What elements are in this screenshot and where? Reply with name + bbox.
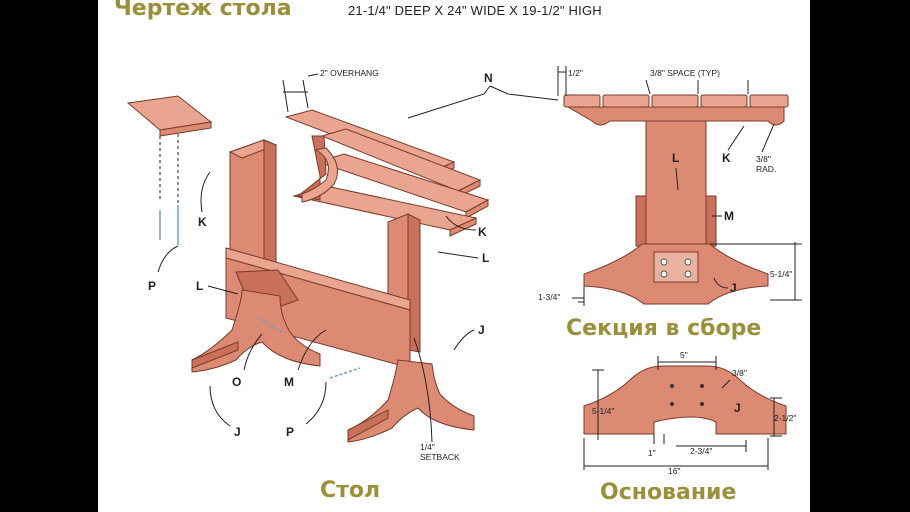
part-l-label-1: L [482, 251, 489, 265]
part-j-label-1: J [478, 323, 485, 337]
table-drawing: 2" OVERHANG N K K L L P J O M J P [126, 66, 802, 476]
foot-left [191, 289, 321, 373]
drawing-sheet: Чертеж стола 21-1/4" DEEP X 24" WIDE X 1… [98, 0, 810, 512]
section-l-label: L [672, 151, 679, 165]
part-m-label: M [284, 375, 294, 389]
caption-base: Основание [600, 480, 737, 505]
base-span-label: 2-3/4" [690, 446, 712, 456]
setback-label: 1/4" [420, 442, 435, 452]
part-l-label-2: L [196, 279, 203, 293]
radius-label-2: RAD. [756, 164, 776, 174]
caption-section: Секция в сборе [566, 316, 762, 341]
slat-space-label: 3/8" SPACE (TYP) [650, 68, 720, 78]
part-k-label-2: K [478, 225, 487, 239]
base-angle-label: 3/8" [732, 368, 747, 378]
section-height-label: 5-1/4" [770, 269, 792, 279]
base-length-label: 16" [668, 466, 680, 476]
section-side-label: 1-3/4" [538, 292, 560, 302]
loose-slat [126, 95, 213, 245]
setback-label-2: SETBACK [420, 452, 460, 462]
caption-table: Стол [320, 478, 381, 503]
part-n-label: N [484, 71, 493, 85]
part-j-label-2: J [234, 425, 241, 439]
base-right-height-label: 2-1/2" [774, 413, 796, 423]
drawing-title: Чертеж стола [114, 0, 292, 21]
base-left-height-label: 5-1/4" [592, 406, 614, 416]
radius-label: 3/8" [756, 154, 771, 164]
base-notch-label: 1" [648, 448, 656, 458]
tabletop [284, 109, 490, 237]
overall-dimensions: 21-1/4" DEEP X 24" WIDE X 19-1/2" HIGH [348, 3, 602, 18]
base-top-width-label: 5" [680, 350, 688, 360]
assembled-section [563, 94, 789, 305]
part-k-label-1: K [198, 215, 207, 229]
section-k-label: K [722, 151, 731, 165]
base-detail [583, 365, 787, 435]
part-p-label-1: P [148, 279, 156, 293]
section-j-label: J [730, 281, 737, 295]
section-m-label: M [724, 209, 734, 223]
part-p-label-2: P [286, 425, 294, 439]
half-inch-label: 1/2" [568, 68, 583, 78]
base-j-label: J [734, 401, 741, 415]
overhang-label: 2" OVERHANG [320, 68, 379, 78]
foot-right [347, 359, 475, 443]
part-o-label: O [232, 375, 241, 389]
